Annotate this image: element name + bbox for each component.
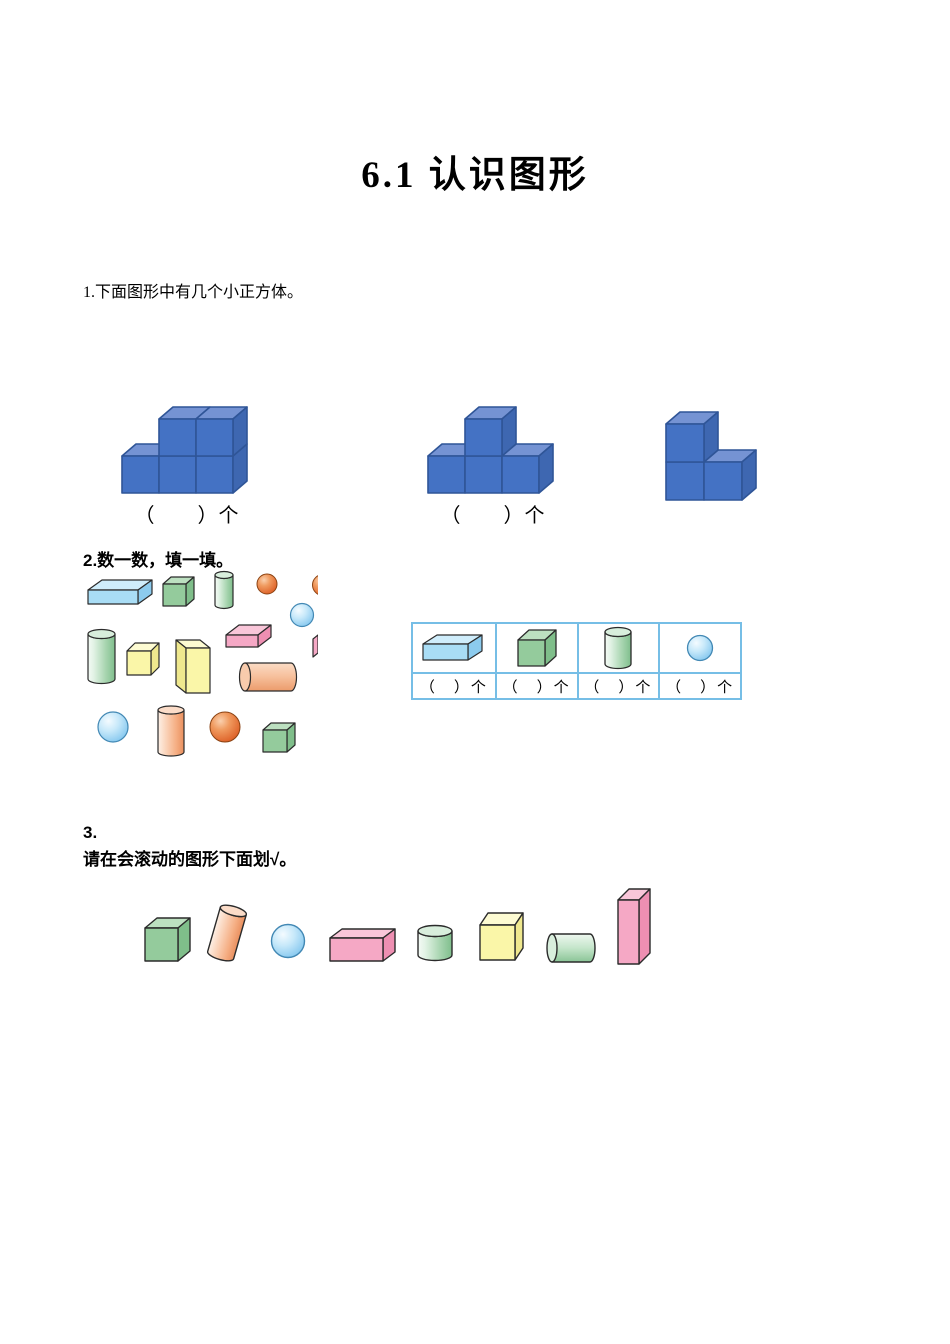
page-title: 6.1 认识图形 bbox=[361, 155, 589, 196]
sphere-orange-icon bbox=[256, 573, 278, 595]
q1-figure-2-cube-stack bbox=[427, 406, 554, 494]
q1-figure-3-cube-stack bbox=[665, 411, 757, 501]
q3-sphere-blue-icon bbox=[270, 923, 306, 959]
cylinder-icon bbox=[604, 626, 633, 670]
cuboid-pink-partial-icon bbox=[312, 634, 318, 658]
q3-cylinder-green-short-icon bbox=[417, 924, 453, 962]
q3-cube-green-icon bbox=[144, 917, 191, 962]
q2-count-blank-cuboid: （ ）个 bbox=[413, 672, 495, 698]
q2-count-blank-sphere: （ ）个 bbox=[658, 672, 740, 698]
q3-cylinder-green-horizontal-icon bbox=[546, 933, 596, 963]
q3-number: 3. bbox=[83, 823, 98, 842]
sphere-blue-large-icon bbox=[97, 711, 129, 743]
cylinder-salmon-horizontal-icon bbox=[238, 662, 298, 692]
cuboid-pink-icon bbox=[225, 624, 272, 648]
q2-table-cell-sphere bbox=[658, 624, 740, 672]
q3-cuboid-pink-tall-icon bbox=[617, 888, 651, 965]
q2-count-blank-cube: （ ）个 bbox=[494, 672, 577, 698]
q1-figure-1-cube-stack bbox=[121, 406, 248, 494]
q1-figure-2-count-blank: （ ）个 bbox=[440, 505, 546, 527]
cube-green-icon bbox=[162, 576, 195, 607]
q2-count-blank-cylinder: （ ）个 bbox=[576, 672, 659, 698]
sphere-icon bbox=[686, 634, 714, 662]
cuboid-icon bbox=[422, 634, 483, 661]
sphere-blue-icon bbox=[289, 602, 315, 628]
q1-prompt: 1.下面图形中有几个小正方体。 bbox=[83, 284, 304, 301]
cuboid-yellow-tall-icon bbox=[175, 639, 211, 694]
q3-cylinder-salmon-tilted-icon bbox=[206, 904, 248, 962]
q3-cube-yellow-icon bbox=[479, 912, 524, 961]
cuboid-blue-icon bbox=[87, 579, 153, 605]
q1-figure-1-count-blank: （ ）个 bbox=[134, 505, 240, 527]
q2-count-table: （ ）个 （ ）个 （ ）个 （ ）个 bbox=[411, 622, 742, 700]
q3-shapes-row bbox=[144, 888, 651, 965]
q2-shapes-picture bbox=[87, 570, 318, 757]
q3-prompt: 请在会滚动的图形下面划√。 bbox=[83, 850, 297, 869]
cube-green-small-icon bbox=[262, 722, 296, 753]
cylinder-green-large-icon bbox=[87, 628, 116, 685]
q2-table-cell-cube bbox=[494, 624, 577, 672]
cylinder-green-small-icon bbox=[214, 570, 234, 610]
q2-table-cell-cylinder bbox=[576, 624, 659, 672]
cube-yellow-icon bbox=[126, 642, 160, 676]
q2-prompt: 2.数一数，填一填。 bbox=[83, 551, 234, 570]
cube-icon bbox=[516, 629, 557, 667]
cylinder-salmon-vertical-icon bbox=[157, 705, 185, 757]
q2-table-cell-cuboid bbox=[413, 624, 495, 672]
sphere-orange-large-icon bbox=[209, 711, 241, 743]
q3-cuboid-pink-long-icon bbox=[329, 928, 396, 962]
sphere-orange-partial-icon bbox=[312, 575, 318, 595]
